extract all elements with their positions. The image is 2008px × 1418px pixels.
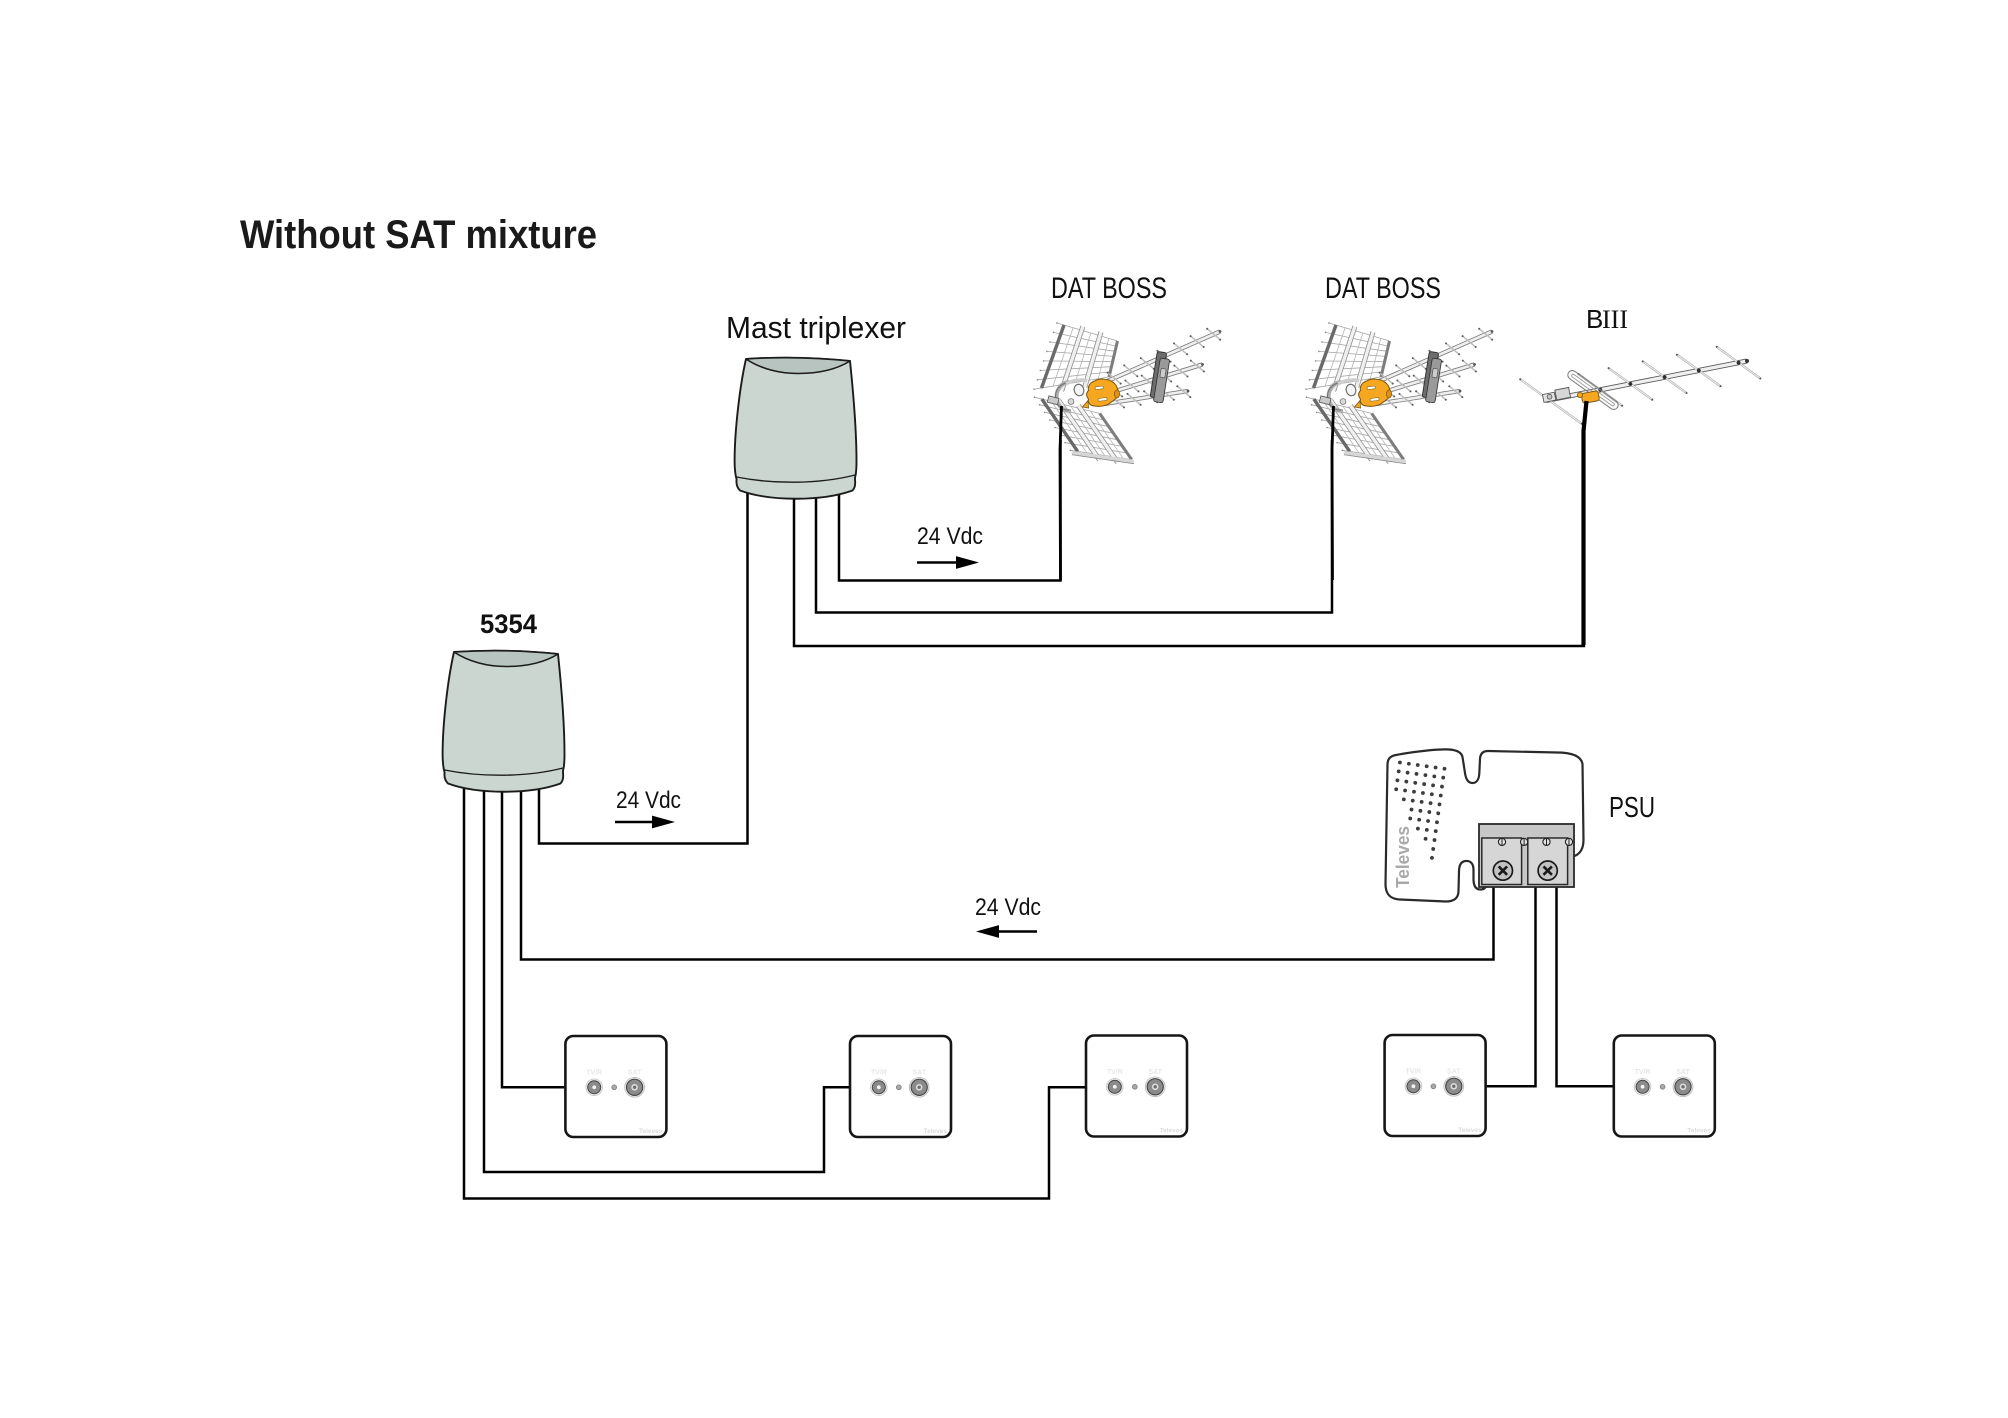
svg-text:III: III bbox=[1602, 305, 1628, 334]
svg-text:Televes: Televes bbox=[1393, 826, 1413, 888]
svg-text:5354: 5354 bbox=[480, 609, 537, 639]
svg-text:24 Vdc: 24 Vdc bbox=[917, 523, 983, 550]
svg-text:24 Vdc: 24 Vdc bbox=[616, 787, 681, 814]
svg-text:Mast triplexer: Mast triplexer bbox=[726, 310, 906, 345]
svg-text:24 Vdc: 24 Vdc bbox=[975, 894, 1041, 921]
svg-text:DAT BOSS: DAT BOSS bbox=[1051, 272, 1167, 305]
svg-text:DAT BOSS: DAT BOSS bbox=[1325, 272, 1441, 305]
svg-text:PSU: PSU bbox=[1609, 792, 1655, 824]
svg-text:B: B bbox=[1586, 304, 1603, 334]
svg-text:Without SAT mixture: Without SAT mixture bbox=[240, 213, 597, 257]
